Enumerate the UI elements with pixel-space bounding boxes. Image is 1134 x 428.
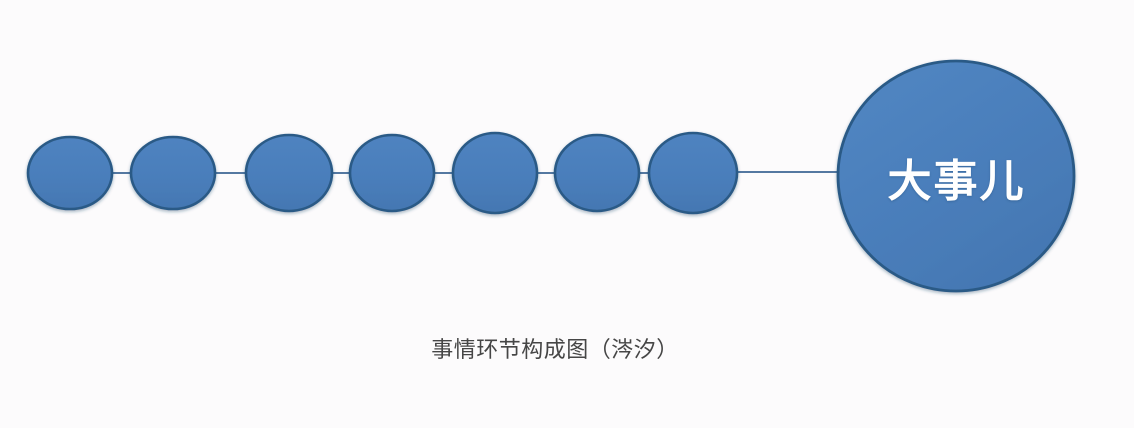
node-step-5[interactable] (451, 131, 539, 215)
node-step-3[interactable] (244, 133, 334, 213)
node-step-1[interactable] (26, 135, 114, 211)
node-step-7[interactable] (647, 131, 739, 215)
node-big-event[interactable] (836, 59, 1076, 293)
diagram-caption: 事情环节构成图（涔汐） (431, 337, 679, 362)
node-step-2[interactable] (129, 135, 217, 211)
node-step-6[interactable] (553, 133, 641, 213)
node-group (26, 59, 1076, 293)
node-step-4[interactable] (348, 133, 436, 213)
